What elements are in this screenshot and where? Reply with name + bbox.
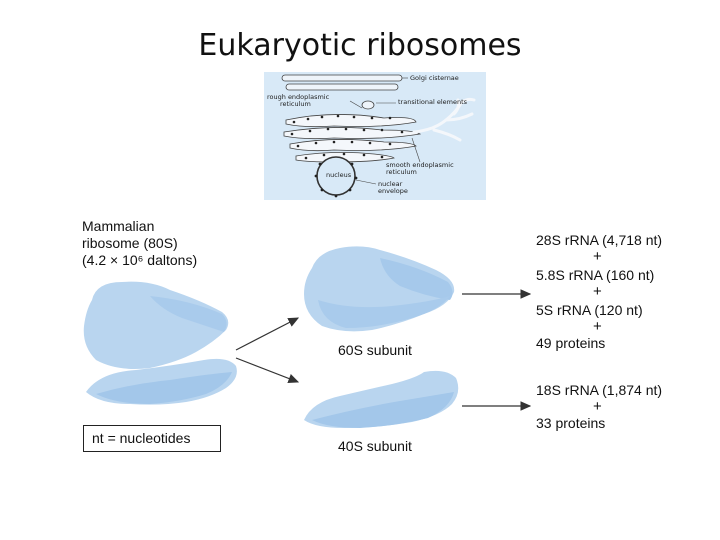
ribosome-80s-small (86, 358, 237, 405)
ribosome-heading-line3: (4.2 × 10⁶ daltons) (82, 252, 198, 268)
envelope-label-1: nuclear (378, 180, 403, 188)
nucleus-label: nucleus (326, 171, 352, 179)
component-49-proteins: 49 proteins (536, 335, 606, 351)
arrow-to-40s (235, 357, 300, 384)
golgi-label: Golgi cisternae (410, 74, 459, 82)
subunit-60s-shape (304, 246, 455, 332)
slide-title: Eukaryotic ribosomes (198, 28, 522, 63)
ribosome-heading-line2: ribosome (80S) (82, 235, 178, 251)
legend-box: nt = nucleotides (83, 425, 221, 452)
plus-sign: + (593, 398, 602, 415)
component-5-8s-rrna: 5.8S rRNA (160 nt) (536, 267, 655, 283)
er-golgi-inset: Golgi cisternae rough endoplasmic reticu… (264, 72, 486, 200)
arrow-to-60s (235, 317, 300, 351)
subunit-40s-shape (304, 370, 459, 428)
plus-sign: + (593, 318, 602, 335)
subunit-60s-label: 60S subunit (338, 342, 412, 358)
smooth-er-label-2: reticulum (386, 168, 417, 176)
smooth-er-label-1: smooth endoplasmic (386, 161, 454, 169)
rough-er-sheets (283, 114, 422, 163)
envelope-ribosomes (314, 162, 358, 198)
transitional-vesicle (361, 100, 375, 110)
plus-sign: + (593, 283, 602, 300)
component-28s-rrna: 28S rRNA (4,718 nt) (536, 232, 663, 248)
transitional-label: transitional elements (398, 98, 468, 106)
envelope-label-2: envelope (378, 187, 408, 195)
component-33-proteins: 33 proteins (536, 415, 606, 431)
ribosome-80s-large (83, 281, 229, 369)
subunit-40s-label: 40S subunit (338, 438, 412, 454)
er-golgi-drawing (281, 74, 476, 198)
component-5s-rrna: 5S rRNA (120 nt) (536, 302, 643, 318)
ribosome-dots (290, 114, 404, 160)
plus-sign: + (593, 248, 602, 265)
leader-lines (349, 77, 421, 185)
smooth-er-branches (412, 97, 476, 142)
component-18s-rrna: 18S rRNA (1,874 nt) (536, 382, 663, 398)
legend-text: nt = nucleotides (92, 430, 191, 446)
rough-er-label-2: reticulum (280, 100, 311, 108)
golgi-cisterna (285, 83, 399, 91)
ribosome-heading-line1: Mammalian (82, 218, 155, 234)
rough-er-label-1: rough endoplasmic (267, 93, 330, 101)
